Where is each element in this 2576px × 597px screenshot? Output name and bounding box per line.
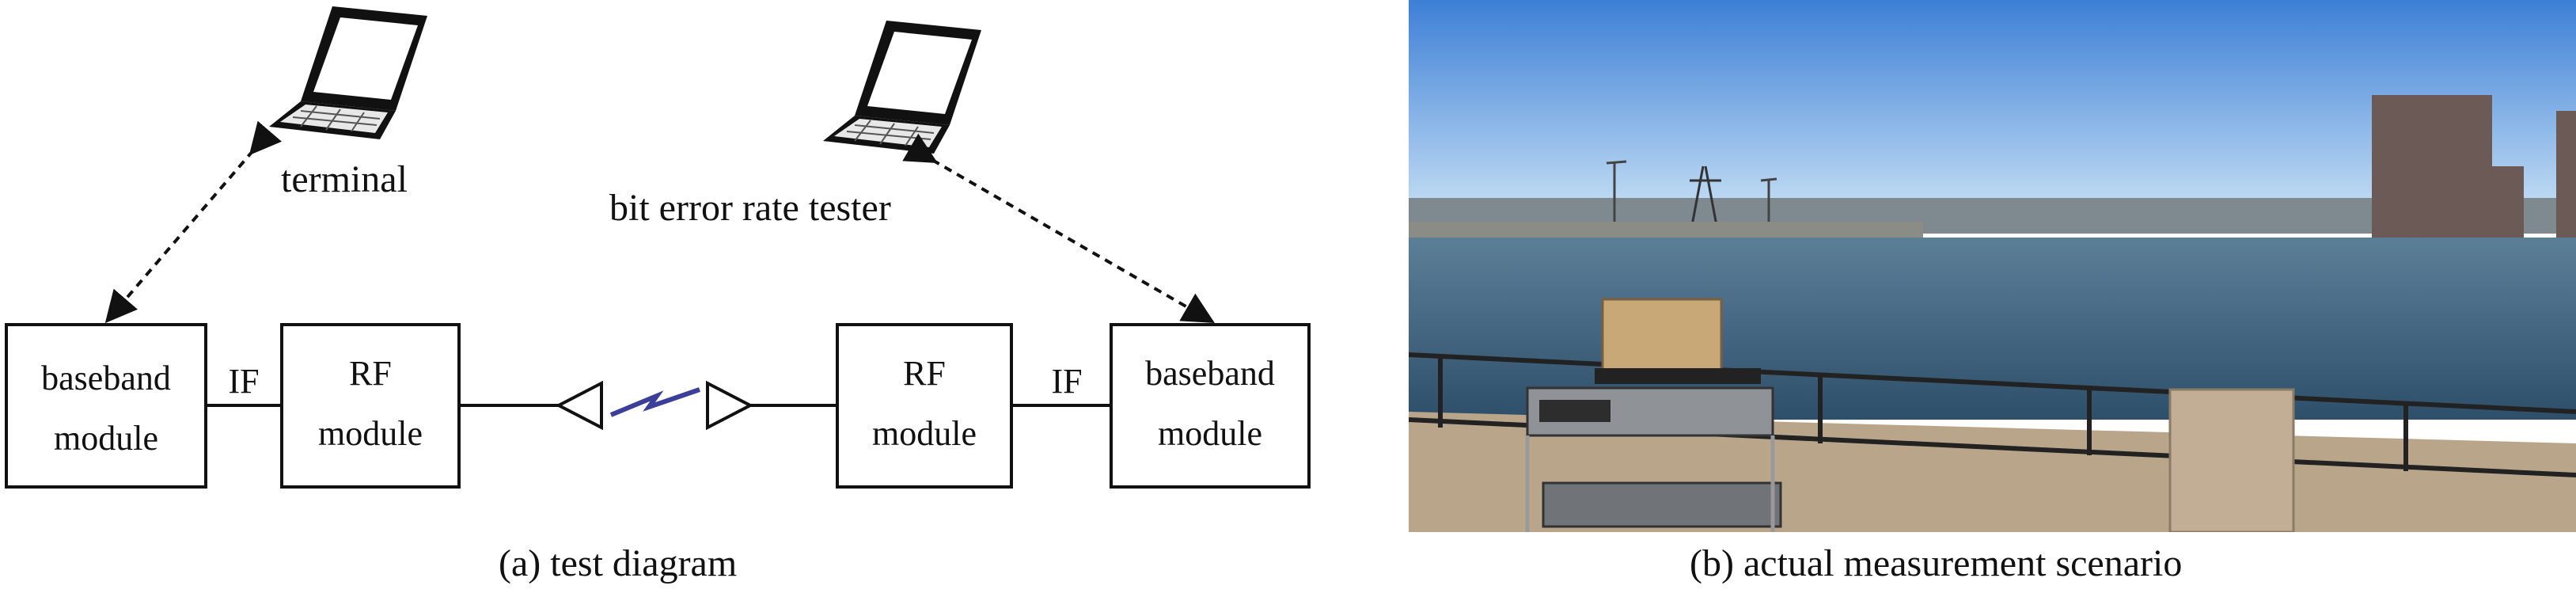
right-baseband-line2: module — [1158, 414, 1262, 453]
building — [2372, 95, 2576, 238]
measurement-scenario-caption: (b) actual measurement scenario — [1690, 542, 2183, 584]
equipment-cart — [1525, 298, 1782, 532]
test-diagram-caption: (a) test diagram — [499, 542, 738, 584]
left-baseband-line1: baseband — [41, 359, 171, 397]
right-rf-module-box — [836, 323, 1013, 489]
measurement-scenario-photo — [1409, 0, 2576, 532]
left-rf-line1: RF — [349, 354, 392, 393]
right-antenna-icon — [706, 380, 754, 431]
wireless-link-icon — [609, 387, 700, 417]
left-antenna-icon — [555, 380, 603, 431]
test-diagram: terminal bit error rate tester baseband … — [5, 6, 1311, 489]
left-baseband-line2: module — [54, 419, 158, 458]
terminal-label: terminal — [281, 158, 408, 200]
laptop-icon — [823, 21, 981, 154]
street-lamp — [1606, 160, 1777, 230]
laptop-icon — [269, 6, 427, 139]
left-if-label: IF — [228, 362, 259, 401]
bridge — [1409, 222, 1923, 239]
stone-pillar — [2168, 388, 2295, 532]
left-baseband-module-box — [5, 323, 207, 489]
right-baseband-module-box — [1110, 323, 1311, 489]
right-baseband-line1: baseband — [1145, 354, 1275, 393]
left-rf-line2: module — [318, 414, 423, 453]
left-rf-module-box — [280, 323, 461, 489]
right-if-label: IF — [1051, 362, 1082, 401]
terminal-link-arrow — [104, 120, 283, 324]
right-rf-line2: module — [872, 414, 977, 453]
power-pylon — [1690, 165, 1721, 230]
bit-error-rate-tester-label: bit error rate tester — [609, 187, 891, 229]
right-rf-line1: RF — [903, 354, 946, 393]
bert-link-arrow — [902, 133, 1215, 323]
